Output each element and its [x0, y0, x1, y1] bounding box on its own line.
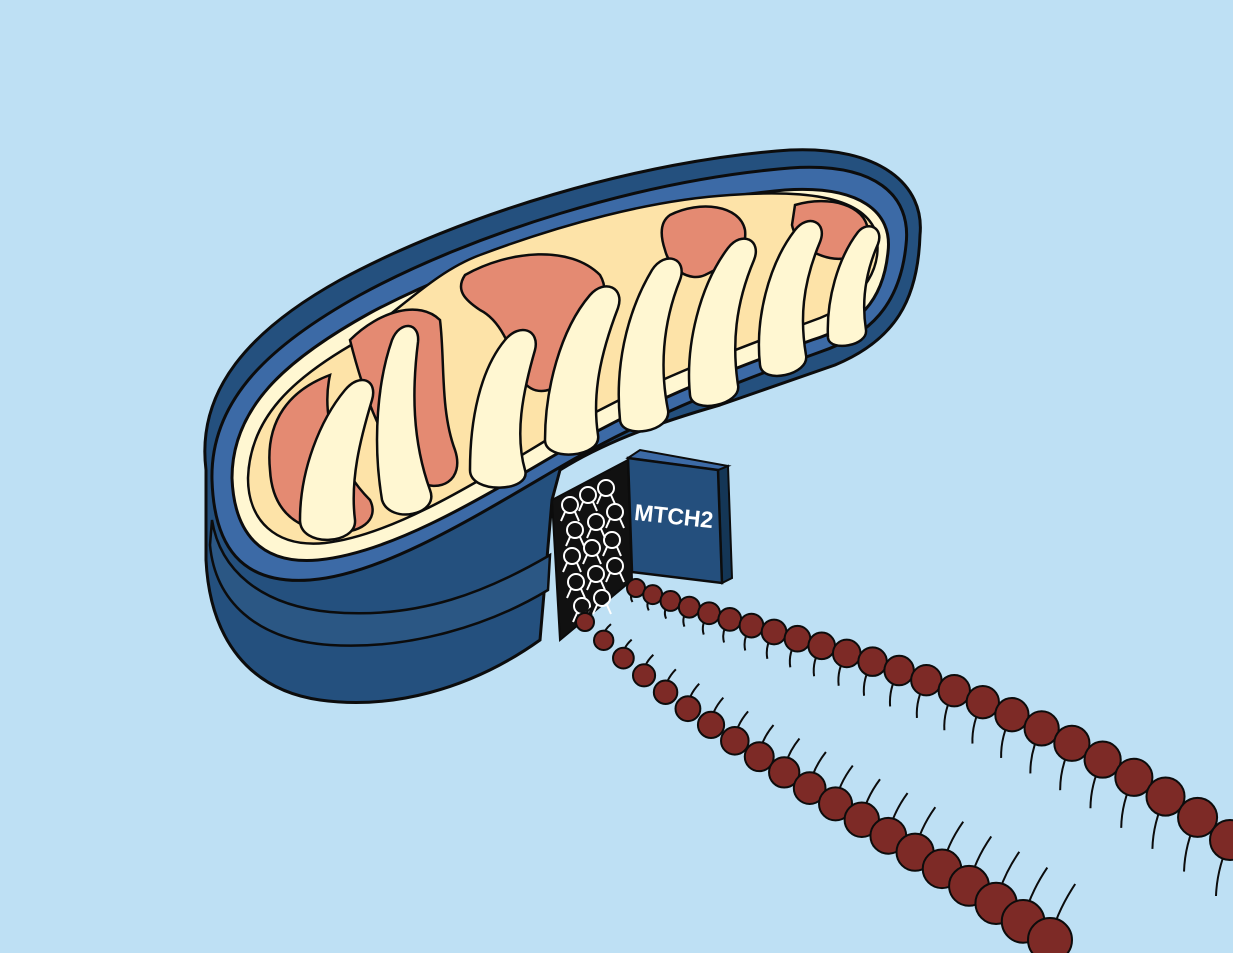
lipid-head — [911, 665, 941, 695]
lipid-head — [785, 626, 811, 652]
lipid-head — [594, 631, 613, 650]
lipid-head — [858, 647, 887, 676]
protein-block-icon: MTCH2 — [628, 450, 732, 583]
lipid-head — [833, 640, 861, 668]
lipid-head — [939, 675, 970, 706]
lipid-head — [808, 633, 835, 660]
lipid-head — [762, 620, 787, 645]
lipid-head — [698, 712, 724, 738]
lipid-head — [995, 698, 1028, 731]
lipid-head — [884, 656, 913, 685]
lipid-head — [679, 597, 700, 618]
lipid-head — [721, 727, 749, 755]
lipid-head — [718, 608, 741, 631]
lipid-head — [654, 680, 677, 703]
lipid-head — [613, 648, 634, 669]
lipid-head — [661, 591, 681, 611]
lipid-head — [676, 696, 701, 721]
lipid-head — [633, 664, 655, 686]
lipid-head — [643, 585, 662, 604]
lipid-head — [1028, 918, 1072, 953]
lipid-head — [698, 602, 720, 624]
lipid-head — [740, 614, 764, 638]
lipid-head — [576, 613, 594, 631]
lipid-head — [967, 686, 999, 718]
